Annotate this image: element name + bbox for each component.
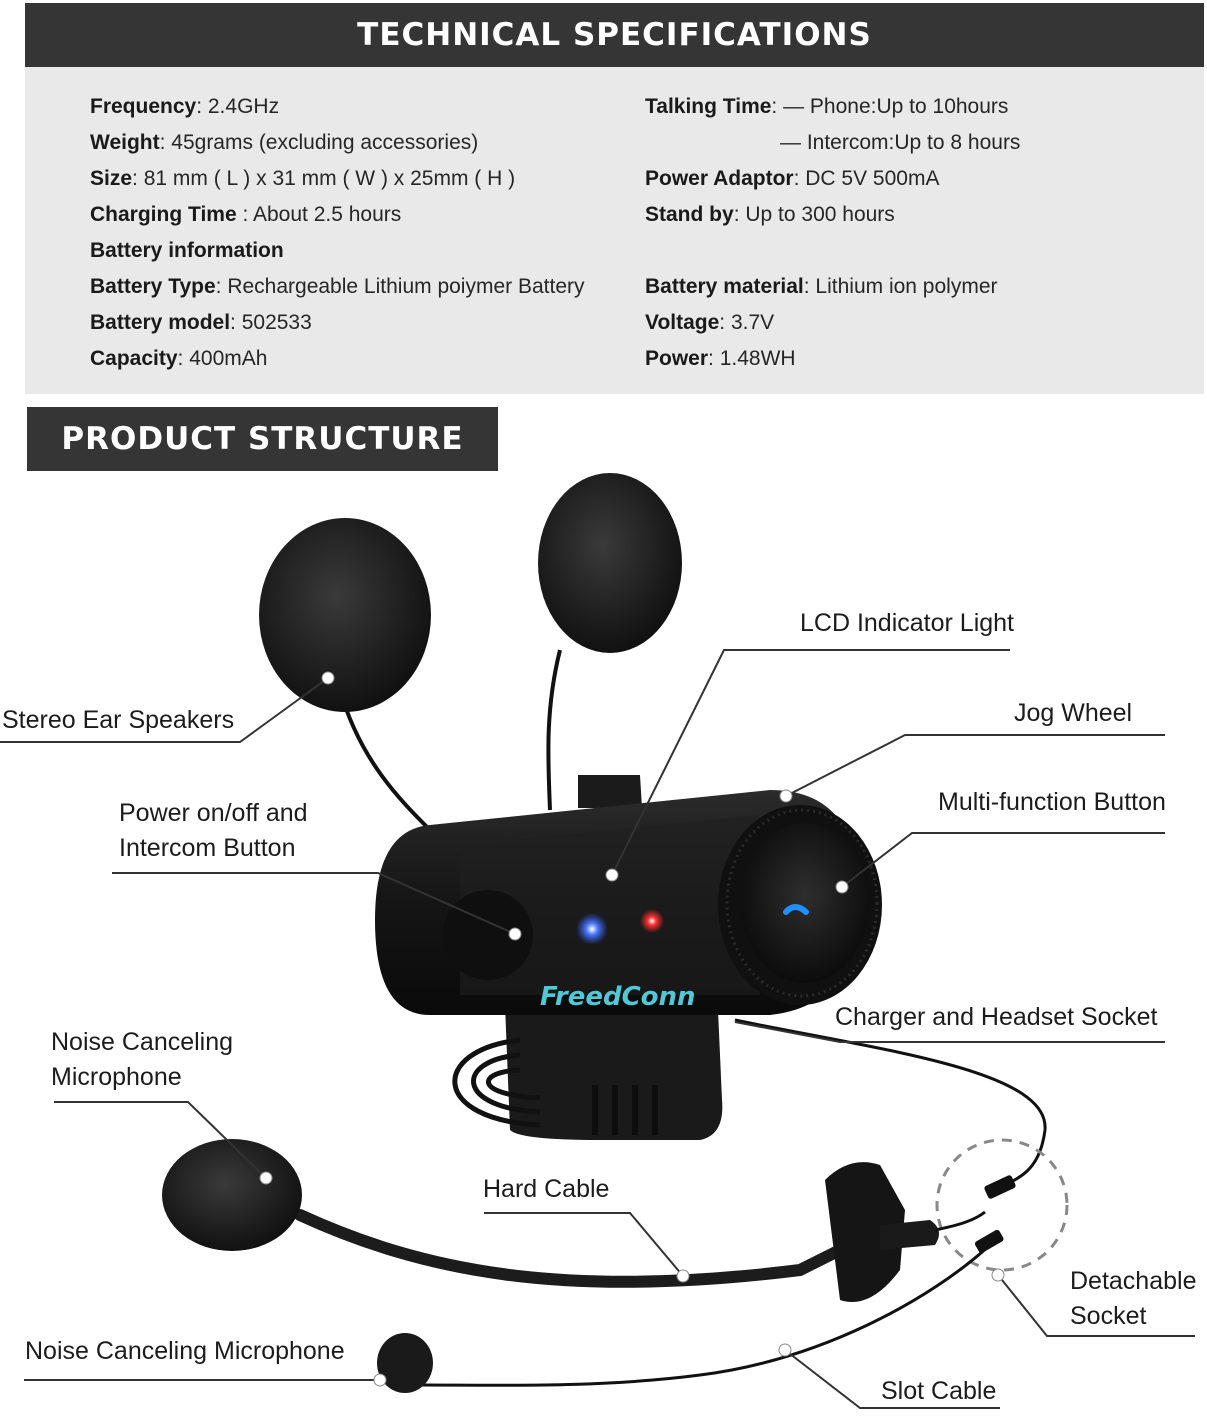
mount-bracket bbox=[505, 1005, 723, 1140]
spec-charging-time: Charging Time : About 2.5 hours bbox=[90, 203, 402, 226]
call-icon bbox=[783, 904, 809, 915]
product-structure-title: PRODUCT STRUCTURE bbox=[61, 421, 464, 457]
callout-charger-socket: Charger and Headset Socket bbox=[835, 1003, 1158, 1031]
spec-stand-by: Stand by: Up to 300 hours bbox=[645, 203, 895, 226]
detachable-socket-highlight bbox=[935, 1138, 1069, 1272]
right-ear-speaker bbox=[538, 473, 682, 653]
callout-detachable-line1: Detachable bbox=[1070, 1267, 1197, 1295]
spec-power: Power: 1.48WH bbox=[645, 347, 796, 370]
spec-frequency: Frequency: 2.4GHz bbox=[90, 95, 280, 118]
spec-power-adaptor: Power Adaptor: DC 5V 500mA bbox=[645, 167, 940, 190]
callout-detachable-line2: Socket bbox=[1070, 1302, 1147, 1330]
spec-voltage: Voltage: 3.7V bbox=[645, 311, 775, 334]
callout-power-button-line1: Power on/off and bbox=[119, 799, 308, 827]
callout-mic-top-line2: Microphone bbox=[51, 1063, 182, 1091]
callout-mic-top-line1: Noise Canceling bbox=[51, 1028, 234, 1056]
callout-mic-bottom: Noise Canceling Microphone bbox=[25, 1337, 345, 1365]
multi-function-button bbox=[741, 823, 869, 983]
spec-panel bbox=[25, 67, 1204, 394]
spec-capacity: Capacity: 400mAh bbox=[90, 347, 268, 370]
spec-battery-type: Battery Type: Rechargeable Lithium poiym… bbox=[90, 275, 585, 298]
spec-battery-model: Battery model: 502533 bbox=[90, 311, 312, 334]
wired-microphone bbox=[377, 1333, 433, 1393]
spec-talking-time: Talking Time: — Phone:Up to 10hours bbox=[645, 95, 1009, 118]
spec-battery-material: Battery material: Lithium ion polymer bbox=[645, 275, 998, 298]
technical-specifications-title: TECHNICAL SPECIFICATIONS bbox=[357, 17, 872, 53]
spec-size: Size: 81 mm ( L ) x 31 mm ( W ) x 25mm (… bbox=[90, 167, 516, 190]
freedconn-logo: FreedConn bbox=[540, 982, 696, 1012]
callout-hard-cable: Hard Cable bbox=[483, 1175, 610, 1203]
product-structure-banner: PRODUCT STRUCTURE bbox=[27, 407, 498, 471]
spec-talking-time-intercom: — Intercom:Up to 8 hours bbox=[780, 131, 1021, 154]
callout-multi-function-button: Multi-function Button bbox=[938, 788, 1166, 816]
spec-battery-information: Battery information bbox=[90, 239, 284, 262]
boom-microphone-foam bbox=[162, 1139, 302, 1251]
callout-stereo-ear-speakers: Stereo Ear Speakers bbox=[2, 706, 235, 734]
callout-lcd-indicator-light: LCD Indicator Light bbox=[800, 609, 1015, 637]
technical-specifications-banner: TECHNICAL SPECIFICATIONS bbox=[25, 3, 1204, 67]
spec-weight: Weight: 45grams (excluding accessories) bbox=[90, 131, 479, 154]
left-ear-speaker bbox=[259, 518, 431, 712]
callout-jog-wheel: Jog Wheel bbox=[1014, 699, 1133, 727]
callout-power-button-line2: Intercom Button bbox=[119, 834, 296, 862]
callout-slot-cable: Slot Cable bbox=[881, 1377, 997, 1405]
